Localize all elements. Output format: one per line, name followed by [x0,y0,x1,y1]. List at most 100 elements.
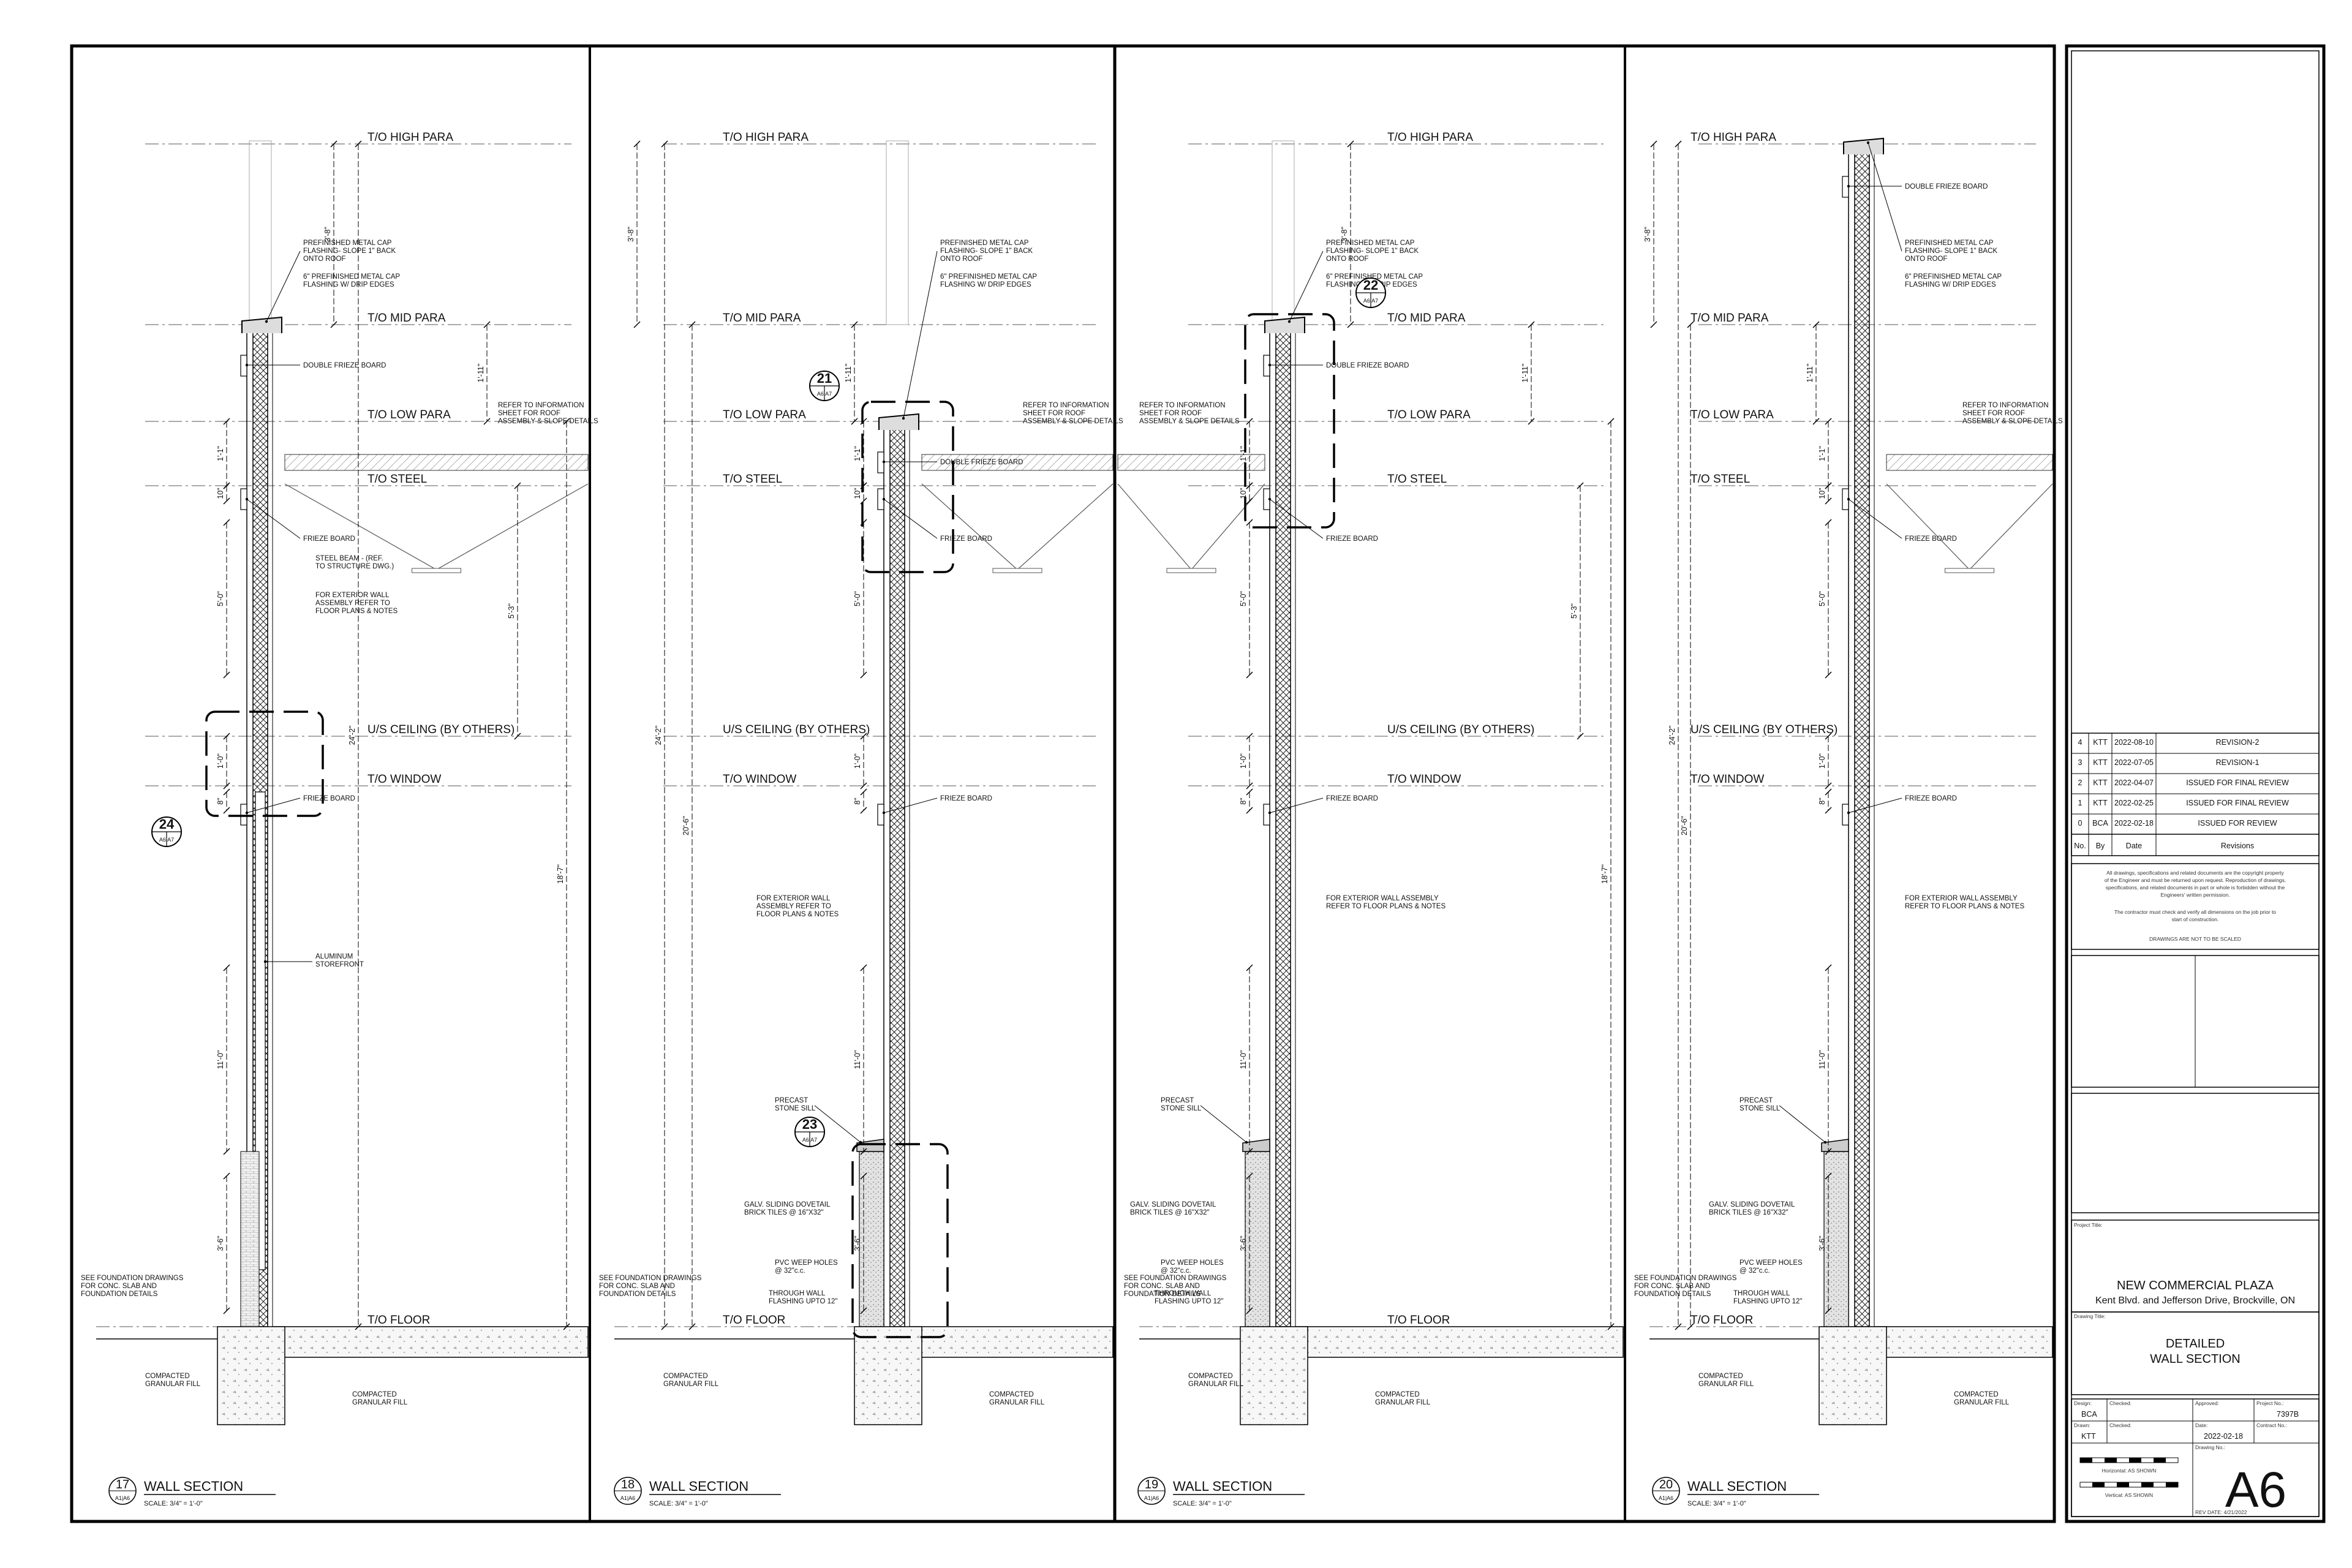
dimension-tick [355,1323,362,1330]
note-compacted-fill: GRANULAR FILL [1698,1381,1754,1388]
foundation-wall [1240,1326,1308,1425]
note-foundation: FOR CONC. SLAB AND [81,1283,157,1290]
note-compacted-fill: GRANULAR FILL [145,1381,201,1388]
drawing-title-line1: DETAILED [2166,1337,2225,1351]
roof-joist [921,483,1114,570]
storefront-frame [255,791,266,1270]
roof-deck [1886,454,2053,471]
note-frieze: FRIEZE BOARD [303,535,355,543]
wall-insulation [1854,145,1870,1327]
joist-bearing [992,568,1042,573]
drawn-value: KTT [2081,1432,2096,1441]
level-label: T/O FLOOR [368,1314,430,1327]
section-ref: A1|A6 [1659,1495,1673,1501]
drawing-title-label: Drawing Title: [2074,1313,2106,1319]
callout-ref: A6|A7 [159,837,174,843]
note-drip-edge: 6" PREFINISHED METAL CAP [303,273,400,281]
dimension-label: 5'-3" [507,603,516,619]
dimension-tick [860,1148,867,1155]
rev-no: 2 [2078,778,2082,787]
level-label: T/O STEEL [1691,473,1750,486]
section-scale: SCALE: 3/4" = 1'-0" [1173,1500,1232,1507]
frieze-board [1842,804,1849,826]
note-foundation: FOR CONC. SLAB AND [599,1283,675,1290]
note-through-wall: THROUGH WALL [1155,1290,1212,1297]
svg-text:start of construction.: start of construction. [2172,916,2219,922]
note-exterior-wall: FLOOR PLANS & NOTES [315,608,398,615]
note-foundation: FOUNDATION DETAILS [1124,1291,1201,1298]
frieze-board [1263,804,1270,826]
dimension-label: 3'-6" [1818,1236,1826,1251]
leader-dot [859,1140,862,1144]
leader-dot [1268,811,1272,815]
leader-dot [265,320,268,323]
leader-dot [1847,497,1850,501]
dimension-tick [860,964,867,971]
dimension-label: 1'-1" [1239,446,1248,461]
dimension-label: 18'-7" [1600,864,1609,884]
callout-ref: A6|A7 [817,391,832,397]
cap-flashing [878,413,919,430]
note-compacted-fill: GRANULAR FILL [989,1399,1045,1406]
dimension-label: 10" [216,488,225,499]
note-weep-holes: @ 32"c.c. [1740,1267,1770,1275]
dimension-label: 20'-6" [1680,816,1689,835]
leader-dot [882,811,886,815]
note-refer-info: REFER TO INFORMATION [498,402,584,409]
dimension-label: 1'-11" [844,364,853,383]
leader-line [1289,251,1324,322]
note-through-wall: THROUGH WALL [1733,1290,1790,1297]
dimension-tick [223,782,230,790]
note-refer-info: SHEET FOR ROOF [1962,410,2025,417]
callout-number: 23 [802,1117,817,1132]
dimension-label: 1'-0" [853,753,862,769]
level-label: T/O HIGH PARA [723,131,809,144]
note-refer-info: REFER TO INFORMATION [1023,402,1109,409]
drawn-label: Drawn: [2074,1422,2090,1428]
note-compacted-fill: GRANULAR FILL [663,1381,719,1388]
note-cap-flashing: PREFINISHED METAL CAP [940,239,1029,247]
dimension-label: 10" [1239,488,1248,499]
note-cap-flashing: ONTO ROOF [1905,255,1947,263]
note-frieze: FRIEZE BOARD [940,795,992,802]
rev-by: BCA [2092,819,2108,827]
leader-line [903,251,938,419]
section-ref: A1|A6 [620,1495,635,1501]
dimension-tick [1825,1148,1832,1155]
leader-line [1868,142,1902,252]
detail-boundary [861,401,954,573]
leader-dot [1245,1140,1248,1144]
note-compacted-fill: COMPACTED [1954,1391,1999,1398]
level-label: T/O MID PARA [368,312,446,325]
dimension-label: 5'-0" [1239,591,1248,606]
note-compacted-fill: GRANULAR FILL [1954,1399,2010,1406]
stone-veneer [1823,1151,1849,1327]
roof-joist [1886,483,2053,570]
rev-desc: ISSUED FOR FINAL REVIEW [2186,778,2289,787]
drawing-no-label: Drawing No.: [2195,1444,2225,1450]
svg-text:Horizontal: AS SHOWN: Horizontal: AS SHOWN [2102,1468,2157,1474]
note-cap-flashing: PREFINISHED METAL CAP [1326,239,1415,247]
project-title-label: Project Title: [2074,1222,2103,1228]
leader-line [1848,499,1902,539]
dimension-label: 10" [853,488,862,499]
leader-dot [1847,811,1850,815]
rev-no: 4 [2078,738,2082,747]
cap-flashing [1843,137,1884,154]
dimension-tick [661,1323,668,1330]
parapet-outline [886,140,909,325]
dimension-label: 1'-1" [1818,446,1826,461]
level-label: U/S CEILING (BY OTHERS) [368,723,514,736]
note-refer-info: SHEET FOR ROOF [1139,410,1202,417]
dimension-tick [860,671,867,679]
dimension-tick [1246,1172,1253,1180]
note-aluminum: ALUMINUM [315,953,353,960]
dimension-label: 8" [216,797,225,804]
rev-date: 2022-02-18 [2114,819,2154,827]
dimension-tick [330,140,337,148]
level-label: T/O MID PARA [1691,312,1769,325]
dimension-tick [1246,788,1253,796]
section-ref: A1|A6 [115,1495,130,1501]
dimension-label: 24'-2" [654,726,663,745]
leader-dot [245,811,249,815]
